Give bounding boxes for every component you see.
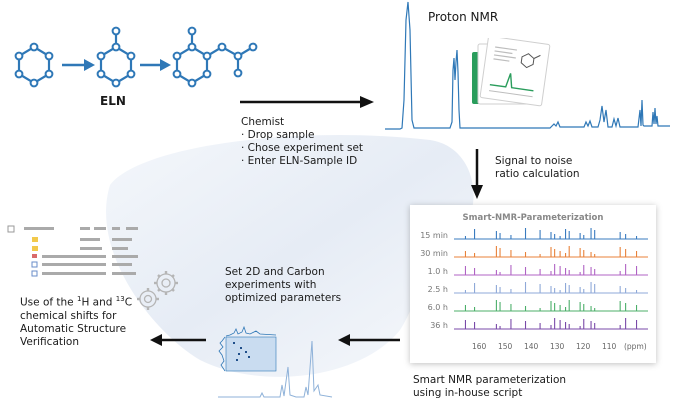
set-2d-line-3: optimized parameters [225,292,342,304]
arrow-to-nmr-icon [240,96,374,108]
smart-row-label: 1.0 h [427,267,448,276]
proton-nmr-spectrum [385,1,670,130]
set-2d-line-2: experiments with [225,279,317,291]
smart-row-label: 6.0 h [427,303,448,312]
eln-label: ELN [100,94,126,108]
smart-panel-title: Smart-NMR-Parameterization [462,213,604,223]
chemist-step-1: · Drop sample [241,129,315,141]
use-line-1: Use of the 1H and 13C [20,295,133,309]
smart-row-label: 30 min [420,249,448,258]
smart-axis-tick: 150 [498,342,513,351]
smart-nmr-panel: Smart-NMR-Parameterization 15 min 30 min 1… [410,205,656,363]
proton-nmr-label: Proton NMR [428,10,499,24]
chemist-title: Chemist [241,116,285,128]
smart-caption-line-1: Smart NMR parameterization [413,374,567,386]
smart-caption: Smart NMR parameterization using in-hous… [413,374,566,400]
use-line-4: Verification [20,335,79,348]
chemist-step-3: · Enter ELN-Sample ID [241,155,358,167]
signal-line-1: Signal to noise [495,155,573,167]
smart-axis-tick: 140 [524,342,539,351]
molecule-2 [99,31,133,85]
use-text-block: Use of the 1H and 13C chemical shifts fo… [20,293,132,349]
smart-axis-tick: 120 [576,342,591,351]
use-line-3: Automatic Structure [20,322,127,335]
smart-axis-tick: 160 [472,342,487,351]
smart-row-label: 36 h [430,321,448,330]
smart-row-label: 15 min [420,231,448,240]
arrow-down-icon [471,149,483,199]
arrow-left-1-icon [150,334,206,346]
chemist-block: Chemist · Drop sample · Chose experiment… [241,116,363,168]
smart-caption-line-2: using in-house script [413,387,523,399]
chemist-step-2: · Chose experiment set [241,142,364,154]
use-line-2: chemical shifts for [20,309,117,322]
smart-axis-tick: 130 [550,342,565,351]
arrow-left-2-icon [338,334,400,346]
smart-axis-unit: (ppm) [624,342,647,351]
structure-table-icon [7,225,138,277]
smart-row-label: 2.5 h [427,285,448,294]
smart-spectra [454,228,648,330]
signal-line-2: ratio calculation [495,168,580,180]
signal-noise-label: Signal to noise ratio calculation [495,155,580,181]
report-document-icon [472,38,551,107]
set-2d-block: Set 2D and Carbon experiments with optim… [225,266,341,305]
smart-axis-tick: 110 [602,342,617,351]
2d-nmr-plot [218,325,333,398]
molecule-1 [17,45,51,85]
set-2d-line-1: Set 2D and Carbon [225,266,325,278]
gear-icon [137,271,178,310]
